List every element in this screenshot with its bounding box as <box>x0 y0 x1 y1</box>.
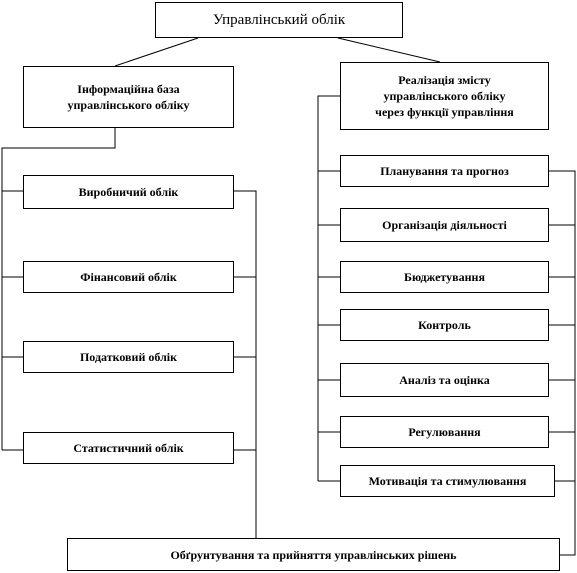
right-items-collector <box>549 170 576 556</box>
bottom-decision-node: Обґрунтування та прийняття управлінських… <box>67 538 560 571</box>
left-branch-header: Інформаційна база управлінського обліку <box>23 66 234 128</box>
right-item-budgeting: Бюджетування <box>340 261 549 293</box>
root-to-left-connector <box>114 37 199 67</box>
left-header-bracket <box>1 128 116 450</box>
left-item-label: Статистичний облік <box>73 441 184 455</box>
left-items-collector <box>234 190 257 538</box>
root-to-right-connector <box>337 37 441 63</box>
right-item-label: Організація діяльності <box>382 218 507 232</box>
right-item-analysis-evaluation: Аналіз та оцінка <box>340 363 549 397</box>
left-item-label: Фінансовий облік <box>80 270 177 284</box>
right-item-label: Аналіз та оцінка <box>399 373 490 387</box>
right-branch-header: Реалізація змісту управлінського обліку … <box>340 62 549 130</box>
left-item-label: Виробничий облік <box>78 185 179 199</box>
right-item-control: Контроль <box>340 309 549 341</box>
left-item-label: Податковий облік <box>79 350 178 364</box>
right-item-organization: Організація діяльності <box>340 208 549 242</box>
right-item-label: Контроль <box>418 318 471 332</box>
right-item-label: Бюджетування <box>404 270 485 284</box>
left-item-tax-accounting: Податковий облік <box>23 341 234 373</box>
left-item-production-accounting: Виробничий облік <box>23 175 234 209</box>
right-item-label: Мотивація та стимулювання <box>368 474 527 488</box>
right-item-label: Регулювання <box>408 425 481 439</box>
right-item-planning-forecast: Планування та прогноз <box>340 155 549 187</box>
right-header-bracket <box>317 95 340 481</box>
right-item-motivation: Мотивація та стимулювання <box>340 465 555 497</box>
right-item-label: Планування та прогноз <box>380 164 509 178</box>
right-branch-header-label: Реалізація змісту управлінського обліку … <box>375 73 514 119</box>
left-branch-header-label: Інформаційна база управлінського обліку <box>67 82 190 112</box>
root-node: Управлінський облік <box>155 2 403 38</box>
left-item-financial-accounting: Фінансовий облік <box>23 261 234 293</box>
root-label: Управлінський облік <box>212 12 346 28</box>
left-item-statistical-accounting: Статистичний облік <box>23 432 234 464</box>
bottom-label: Обґрунтування та прийняття управлінських… <box>170 547 457 562</box>
right-item-regulation: Регулювання <box>340 416 549 448</box>
